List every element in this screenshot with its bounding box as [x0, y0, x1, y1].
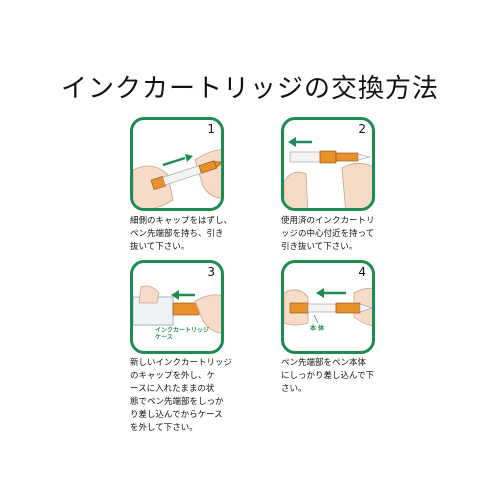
page-title: インクカートリッジの交換方法: [60, 74, 439, 104]
step-1-panel: 1: [130, 117, 224, 211]
step-3-panel: インクカートリッジ ケース 3: [130, 260, 224, 354]
arrow-right-icon: [162, 154, 193, 167]
step-4-caption: ペン先端部をペン本体 にしっかり差し込んで下 さい。: [281, 358, 375, 394]
step-1-caption: 細側のキャップをはずし、 ペン先端部を持ち、引き 抜いて下さい。: [130, 216, 233, 252]
ink-cartridge-case-label: インクカートリッジ ケース: [155, 327, 210, 341]
arrow-left-icon: [288, 137, 312, 147]
step-number: 4: [358, 265, 366, 279]
step-3-illustration: [133, 285, 221, 334]
pen-body-label: 本 体: [310, 325, 325, 332]
step-2-caption: 使用済のインクカートリ ッジの中心付近を持って 引き抜いて下さい。: [281, 216, 375, 252]
step-3-caption: 新しいインクカートリッジ のキャップを外し、ケ ースに入れたままの状 態でペン先…: [130, 358, 233, 433]
arrow-left-icon: [171, 290, 195, 300]
step-4-illustration: [284, 288, 372, 327]
step-1-illustration: [133, 149, 221, 208]
step-number: 2: [358, 122, 366, 136]
step-4-panel: 本 体 4: [281, 260, 375, 354]
step-number: 3: [207, 265, 215, 279]
step-2-illustration: [284, 137, 372, 208]
step-2-panel: 2: [281, 117, 375, 211]
step-number: 1: [207, 122, 215, 136]
arrow-left-icon: [316, 288, 346, 298]
